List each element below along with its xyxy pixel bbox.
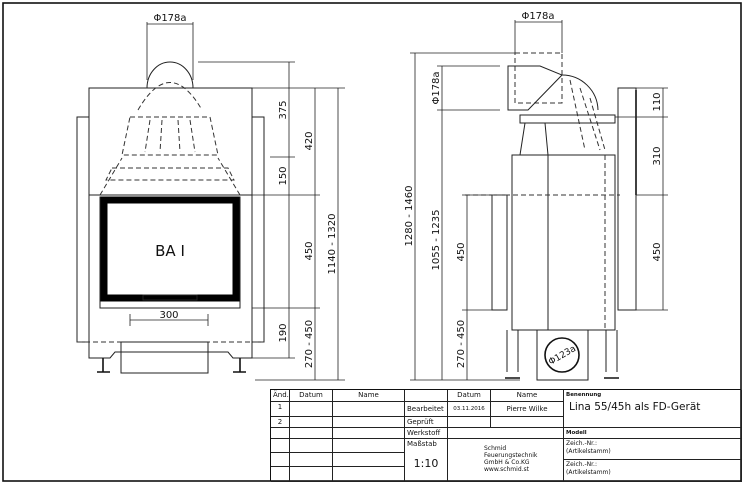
title-block: Änd. Datum Name Datum Name Benennung Lin… xyxy=(270,389,742,482)
front-view: BA I Φ178a 300 375 150 190 420 450 270 -… xyxy=(76,13,345,381)
side-view: Φ123a Φ178a 1280 - 1460 Φ178a 1055 - 123… xyxy=(404,11,668,381)
company-block: Schmid Feuerungstechnik GmbH & Co.KG www… xyxy=(448,439,564,482)
company-name: Schmid xyxy=(484,445,507,452)
dim-1140-1320: 1140 - 1320 xyxy=(327,214,338,275)
dim-flue-side: Φ178a xyxy=(431,71,442,104)
zeich-nr-2: Zeich.-Nr.: (Artikelstamm) xyxy=(564,460,742,482)
revision-2: 2 xyxy=(271,417,290,428)
massstab-label: Maßstab xyxy=(407,440,437,448)
bearbeitet-label: Bearbeitet xyxy=(405,402,448,417)
door-label: BA I xyxy=(155,242,185,260)
dim-1055-1235: 1055 - 1235 xyxy=(431,210,442,271)
dim-310: 310 xyxy=(652,146,663,165)
side-panel xyxy=(617,87,637,311)
artikel-1: (Artikelstamm) xyxy=(566,448,611,455)
legs xyxy=(506,330,618,372)
bearbeitet-name: Pierre Wilke xyxy=(491,402,564,417)
front-panel xyxy=(491,194,508,311)
air-inlet-circle xyxy=(544,337,580,373)
header-datum2: Datum xyxy=(448,390,491,402)
company-line2: Feuerungstechnik xyxy=(484,452,538,459)
dim-450: 450 xyxy=(304,241,315,260)
header-datum: Datum xyxy=(290,390,333,402)
zeich-nr-1-label: Zeich.-Nr.: xyxy=(566,440,597,447)
header-name2: Name xyxy=(491,390,564,402)
dim-flue-top: Φ178a xyxy=(521,11,554,22)
dim-270-450-side: 270 - 450 xyxy=(456,320,467,368)
flue-outlet-top xyxy=(514,52,563,104)
modell-label: Modell xyxy=(564,428,742,439)
top-housing xyxy=(88,87,253,196)
benennung-cell: Benennung Lina 55/45h als FD-Gerät xyxy=(564,390,742,428)
flue-elbow xyxy=(507,65,563,111)
artikel-2: (Artikelstamm) xyxy=(566,469,611,476)
header-benennung: Benennung xyxy=(566,392,602,398)
company-line3: GmbH & Co.KG xyxy=(484,459,530,466)
werkstoff-label: Werkstoff xyxy=(405,428,448,439)
geprueft-label: Geprüft xyxy=(405,417,448,428)
dim-width-300: 300 xyxy=(159,310,178,321)
dim-450-right: 450 xyxy=(652,242,663,261)
flue-dome xyxy=(146,61,194,89)
air-box xyxy=(120,341,209,374)
header-aend: Änd. xyxy=(271,390,290,402)
base xyxy=(88,308,253,359)
dim-190: 190 xyxy=(278,323,289,342)
revision-1: 1 xyxy=(271,402,290,417)
header-name: Name xyxy=(333,390,405,402)
massstab-value: 1:10 xyxy=(413,457,439,470)
firebox-body xyxy=(511,154,616,331)
zeich-nr-1: Zeich.-Nr.: (Artikelstamm) xyxy=(564,439,742,460)
heat-exchanger xyxy=(99,82,241,196)
flue-dome xyxy=(561,74,599,111)
door-glass xyxy=(100,196,240,302)
dim-air-inlet: Φ123a xyxy=(547,344,578,368)
dim-270-450: 270 - 450 xyxy=(304,320,315,368)
dim-flue-diameter: Φ178a xyxy=(153,13,186,24)
door-handle xyxy=(142,294,198,301)
company-website: www.schmid.st xyxy=(484,466,530,473)
massstab-cell: Maßstab 1:10 xyxy=(405,439,448,482)
dim-450-left: 450 xyxy=(456,242,467,261)
dim-150: 150 xyxy=(278,166,289,185)
feet xyxy=(97,358,246,373)
dim-420: 420 xyxy=(304,131,315,150)
bearbeitet-date: 03.11.2016 xyxy=(448,402,491,417)
dim-1280-1460: 1280 - 1460 xyxy=(404,186,415,247)
side-panel-left xyxy=(76,116,90,343)
dim-375: 375 xyxy=(278,100,289,119)
dim-110: 110 xyxy=(652,92,663,111)
zeich-nr-2-label: Zeich.-Nr.: xyxy=(566,461,597,468)
drawing-title: Lina 55/45h als FD-Gerät xyxy=(569,401,701,413)
air-inlet-box xyxy=(536,329,589,381)
